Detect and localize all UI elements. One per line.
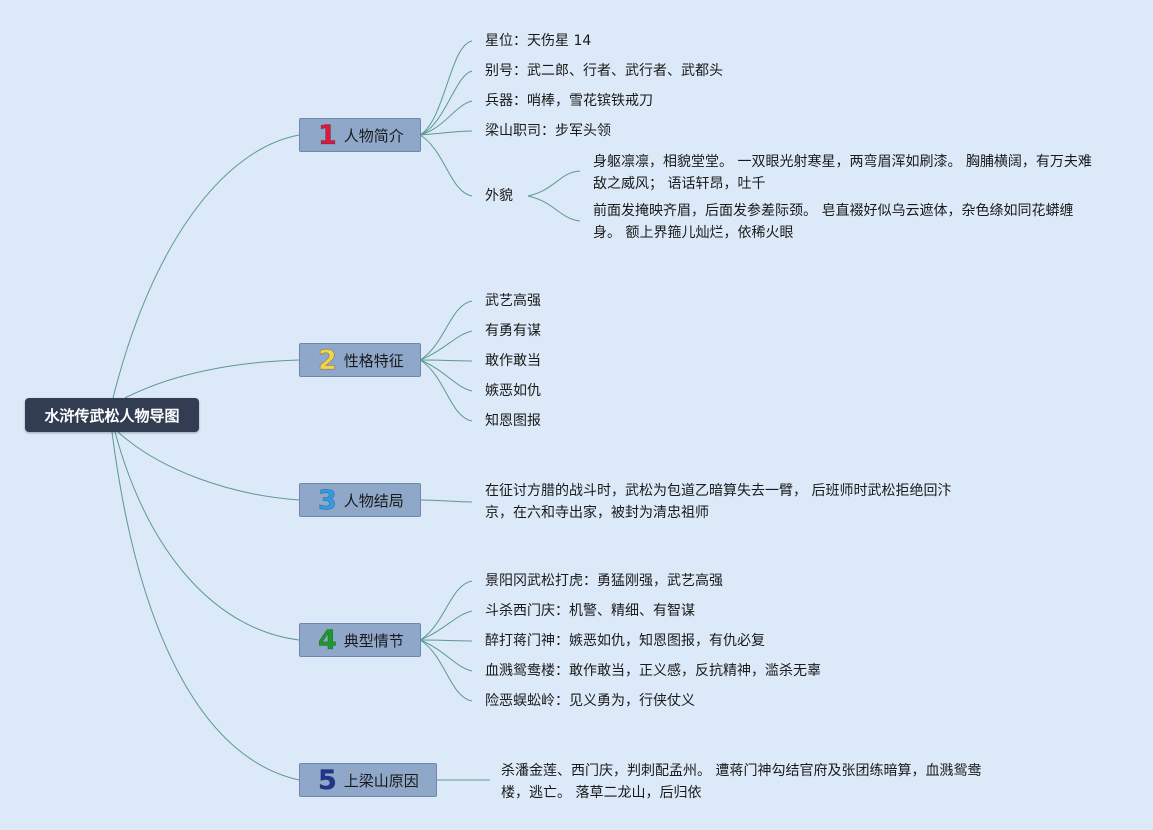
ending-text[interactable]: 在征讨方腊的战斗时，武松为包道乙暗算失去一臂， 后班师时武松拒绝回汴京，在六和寺…	[485, 483, 952, 521]
number-badge-5: 5	[318, 764, 337, 796]
leaf-trait[interactable]: 嫉恶如仇	[485, 383, 541, 399]
branch-node-personality[interactable]: 2 性格特征	[299, 343, 421, 377]
branch-label: 人物结局	[343, 491, 404, 510]
branch-label: 典型情节	[343, 631, 404, 650]
leaf-plot[interactable]: 醉打蒋门神：嫉恶如仇，知恩图报，有仇必复	[485, 633, 765, 649]
branch-label: 人物简介	[343, 126, 404, 145]
leaf-trait[interactable]: 武艺高强	[485, 293, 541, 309]
leaf-plot[interactable]: 斗杀西门庆：机警、精细、有智谋	[485, 603, 695, 619]
branch-node-ending[interactable]: 3 人物结局	[299, 483, 421, 517]
root-node[interactable]: 水浒传武松人物导图	[25, 398, 199, 432]
leaf-weapon[interactable]: 兵器：哨棒，雪花镔铁戒刀	[485, 93, 653, 109]
connector-root-b3	[117, 431, 300, 501]
leaf-appearance[interactable]: 外貌	[485, 188, 513, 204]
number-badge-3: 3	[318, 484, 337, 516]
leaf-plot[interactable]: 血溅鸳鸯楼：敢作敢当，正义感，反抗精神，滥杀无辜	[485, 663, 821, 679]
leaf-plot[interactable]: 景阳冈武松打虎：勇猛刚强，武艺高强	[485, 573, 723, 589]
reason-text[interactable]: 杀潘金莲、西门庆，判刺配孟州。 遭蒋门神勾结官府及张团练暗算，血溅鸳鸯楼，逃亡。…	[501, 763, 982, 801]
leaf-position[interactable]: 梁山职司：步军头领	[485, 123, 611, 139]
branch-node-plots[interactable]: 4 典型情节	[299, 623, 421, 657]
connector-root-b5	[111, 431, 300, 781]
leaf-trait[interactable]: 知恩图报	[485, 413, 541, 429]
root-label: 水浒传武松人物导图	[44, 406, 180, 425]
number-badge-2: 2	[318, 344, 337, 376]
number-badge-1: 1	[318, 119, 337, 151]
connector-root-b2	[124, 359, 300, 399]
leaf-star[interactable]: 星位：天伤星 14	[485, 33, 592, 49]
connector-root-b1	[112, 134, 300, 399]
leaf-trait[interactable]: 敢作敢当	[485, 353, 541, 369]
leaf-nickname[interactable]: 别号：武二郎、行者、武行者、武都头	[485, 63, 723, 79]
branch-label: 性格特征	[343, 351, 404, 370]
appearance-line-2[interactable]: 前面发掩映齐眉，后面发参差际颈。 皂直裰好似乌云遮体，杂色绦如同花蟒缠身。 额上…	[593, 203, 1074, 241]
leaf-trait[interactable]: 有勇有谋	[485, 323, 541, 339]
appearance-line-1[interactable]: 身躯凛凛，相貌堂堂。 一双眼光射寒星，两弯眉浑如刷漆。 胸脯横阔，有万夫难敌之威…	[593, 154, 1092, 192]
branch-node-profile[interactable]: 1 人物简介	[299, 118, 421, 152]
connector-root-b4	[114, 431, 300, 641]
number-badge-4: 4	[318, 624, 337, 656]
branch-label: 上梁山原因	[343, 771, 419, 790]
branch-node-reason[interactable]: 5 上梁山原因	[299, 763, 437, 797]
leaf-plot[interactable]: 险恶蜈蚣岭：见义勇为，行侠仗义	[485, 693, 695, 709]
